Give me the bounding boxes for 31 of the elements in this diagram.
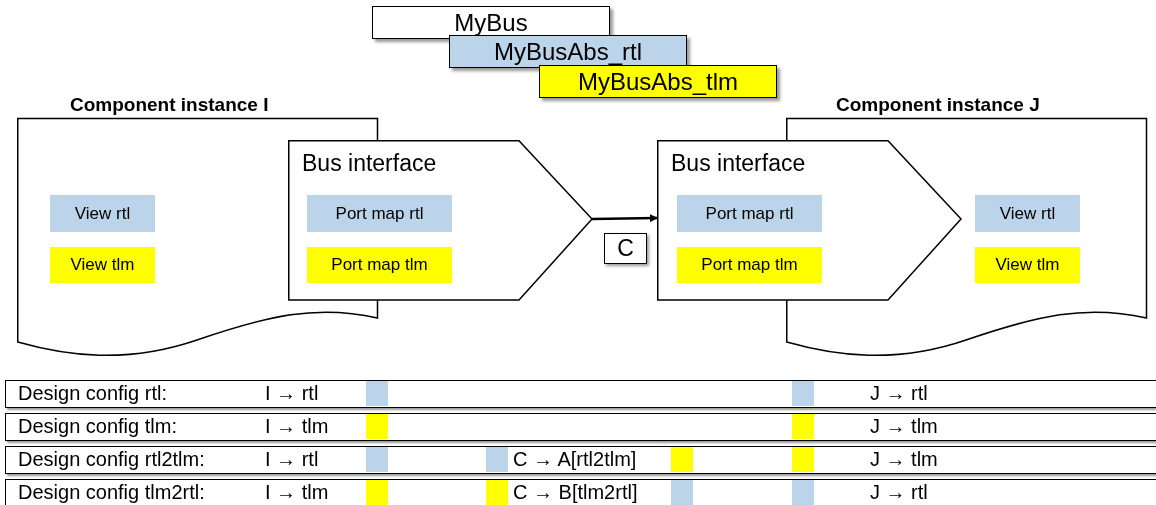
label-box: Port map rtl xyxy=(307,195,452,232)
label-box: View rtl xyxy=(975,195,1080,232)
label-box: View tlm xyxy=(975,247,1080,283)
heading-text: Bus interface xyxy=(671,150,806,177)
label-box: View rtl xyxy=(50,195,155,232)
mapping-text: I → tlm xyxy=(265,481,329,504)
mapping-text: I → tlm xyxy=(265,415,329,438)
label-box: Port map tlm xyxy=(307,247,452,283)
mapping-text: C → B[tlm2rtl] xyxy=(513,481,638,504)
row-label: Design config rtl2tlm: xyxy=(18,448,205,471)
mapping-text: J → rtl xyxy=(870,481,928,504)
mapping-text: C → A[rtl2tlm] xyxy=(513,448,637,471)
row-label: Design config tlm2rtl: xyxy=(18,481,205,504)
label-box: View tlm xyxy=(50,247,155,283)
arrow xyxy=(591,214,658,223)
mapping-text: I → rtl xyxy=(265,448,319,471)
mapping-text: J → tlm xyxy=(870,448,938,471)
heading-text: Bus interface xyxy=(302,150,437,177)
mapping-text: J → rtl xyxy=(870,382,928,405)
heading-text: Component instance I xyxy=(70,94,269,116)
heading-text: Component instance J xyxy=(836,94,1040,116)
edge-label: C xyxy=(604,233,647,264)
name-box: MyBusAbs_tlm xyxy=(539,65,777,98)
row-label: Design config rtl: xyxy=(18,382,167,405)
name-box: MyBusAbs_rtl xyxy=(449,35,687,68)
row-label: Design config tlm: xyxy=(18,415,177,438)
mapping-text: J → tlm xyxy=(870,415,938,438)
label-box: Port map rtl xyxy=(677,195,822,232)
mapping-text: I → rtl xyxy=(265,382,319,405)
name-box: MyBus xyxy=(372,6,610,39)
label-box: Port map tlm xyxy=(677,247,822,283)
